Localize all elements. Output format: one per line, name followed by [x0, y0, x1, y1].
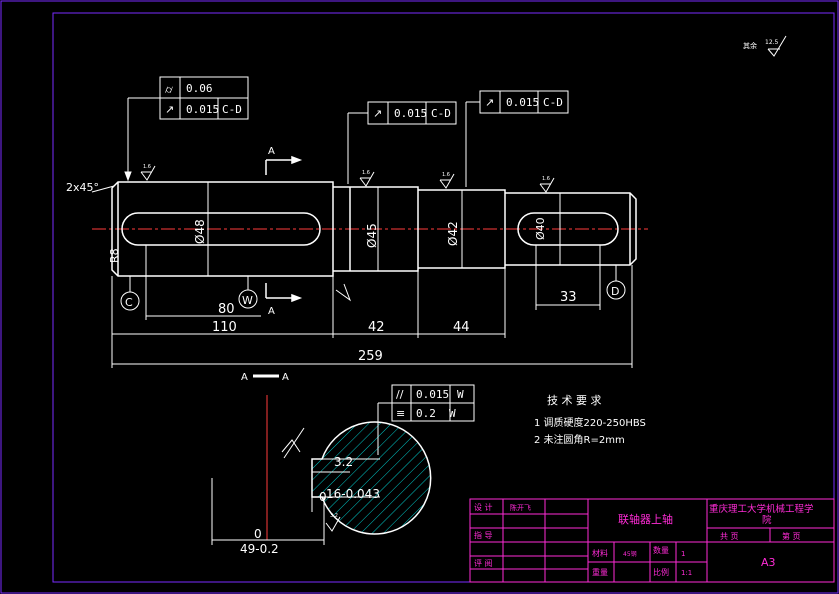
datum-d: D [611, 285, 619, 298]
tech-title: 技 术 要 求 [547, 394, 602, 407]
svg-text://: // [396, 388, 404, 401]
material-label: 材料 [592, 548, 608, 558]
weight-label: 重量 [592, 567, 608, 577]
section-dims [211, 384, 475, 545]
dim-33: 33 [560, 290, 577, 305]
dim-chamfer: 2x45° [66, 181, 99, 194]
tol-tl-ref: C-D [222, 103, 242, 116]
roughness-r1: 1.6 [143, 164, 151, 170]
dim-dia-48: Ø48 [193, 219, 207, 244]
material-value: 45钢 [623, 550, 637, 558]
roughness-r3: 1.6 [442, 172, 450, 178]
dim-80: 80 [218, 302, 235, 317]
dim-dia-45: Ø45 [365, 223, 379, 248]
tech-item-2: 2 未注圆角R=2mm [534, 433, 625, 446]
svg-text:≡: ≡ [396, 407, 405, 420]
section-a-bottom: A [268, 306, 275, 317]
dim-110: 110 [212, 320, 237, 335]
tol-sec-row1: 0.015 [416, 388, 449, 401]
sheet-no: 第 页 [782, 531, 801, 541]
tol-tl-row2: 0.015 [186, 103, 219, 116]
scale-value: 1:1 [681, 569, 692, 577]
drawer-label: 指 导 [474, 530, 493, 540]
view-label-a-left: A [241, 372, 248, 383]
datum-w: W [242, 294, 253, 307]
school-name: 重庆理工大学机械工程学院 [709, 503, 814, 526]
dim-dia-40: Ø40 [534, 217, 547, 240]
tol-sec-row2: 0.2 [416, 407, 436, 420]
part-name: 联轴器上轴 [618, 512, 673, 526]
section-a-top: A [268, 146, 275, 157]
dim-44: 44 [453, 320, 470, 335]
datum-c: C [125, 296, 133, 309]
sheet-total: 共 页 [720, 532, 739, 541]
scale-label: 比例 [653, 567, 669, 577]
dim-r8: R8 [108, 248, 121, 263]
dim-key-width: 16-0.043 [326, 487, 380, 501]
tol-tl-row1: 0.06 [186, 82, 213, 95]
qty-value: 1 [681, 550, 685, 558]
roughness-r5: 3.2 [330, 513, 338, 519]
dim-sec-depth: 49-0.2 [240, 542, 279, 556]
roughness-note-value: 12.5 [765, 39, 779, 46]
tol-mid-value: 0.015 [394, 107, 427, 120]
roughness-r2: 1.6 [362, 170, 370, 176]
dim-dia-42: Ø42 [446, 221, 460, 246]
tech-requirements: 技 术 要 求 1 调质硬度220-250HBS 2 未注圆角R=2mm [534, 394, 646, 446]
svg-text:↗: ↗ [373, 107, 382, 120]
tolerance-frames [124, 76, 569, 187]
length-dims [111, 245, 633, 368]
diameter-dims [207, 182, 561, 276]
roughness-note-label: 其余 [743, 41, 757, 50]
tol-right-value: 0.015 [506, 96, 539, 109]
dim-259: 259 [358, 349, 383, 364]
dim-key-depth: 3.2 [334, 455, 353, 469]
view-label-a-right: A [282, 372, 289, 383]
cross-section [266, 395, 432, 540]
tol-sec-ref2: W [449, 407, 456, 420]
title-block [469, 498, 835, 583]
svg-text:↗: ↗ [165, 103, 174, 116]
section-a-markers [253, 155, 303, 378]
roughness-r4: 1.6 [542, 176, 550, 182]
dim-sec-zero2: 0 [254, 527, 262, 541]
roughness-symbols [140, 165, 555, 302]
tol-right-ref: C-D [543, 96, 563, 109]
reviewer-label: 评 阅 [474, 559, 493, 568]
tech-item-1: 1 调质硬度220-250HBS [534, 416, 646, 429]
tol-sec-ref1: W [457, 388, 464, 401]
designer-label: 设 计 [474, 502, 493, 512]
surface-roughness-note: 其余 12.5 [743, 35, 787, 57]
datum-markers [120, 265, 626, 311]
title-block-text: 设 计 陈开飞 指 导 评 阅 联轴器上轴 重庆理工大学机械工程学院 共 页 第… [474, 502, 814, 577]
shaft-outline [111, 181, 637, 277]
designer-name: 陈开飞 [510, 503, 531, 512]
dim-42: 42 [368, 320, 385, 335]
paper-format: A3 [761, 556, 776, 569]
tol-mid-ref: C-D [431, 107, 451, 120]
svg-text:⌭: ⌭ [165, 83, 173, 96]
dim-sec-zero1: 0 [319, 490, 327, 504]
svg-text:↗: ↗ [485, 96, 494, 109]
qty-label: 数量 [653, 545, 669, 555]
